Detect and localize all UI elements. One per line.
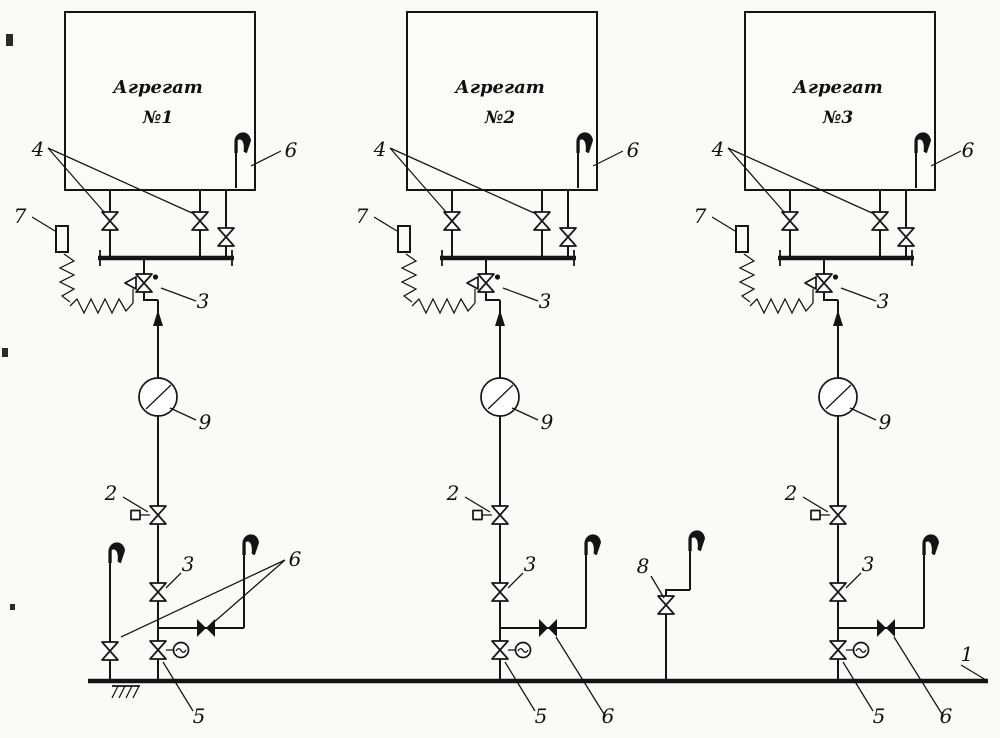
callout-3-top-unit3: 3 [877,289,890,313]
callout-8: 8 [637,554,650,578]
unit-1-title: Агрегат [111,77,203,98]
callout-6-top-unit1: 6 [285,138,298,162]
callout-9-unit2: 9 [541,410,554,434]
callout-9-unit3: 9 [879,410,892,434]
callout-7-unit2: 7 [356,204,369,228]
callout-8-leader [650,575,665,599]
unit-2-title: Агрегат [453,77,545,98]
callout-7-unit1: 7 [14,204,27,228]
callout-4-unit3: 4 [711,137,725,161]
scan-artifact [10,604,15,610]
bypass-vent-hook-icon [688,530,705,552]
callout-6-low-unit1: 6 [289,547,302,571]
callout-6-top-unit2: 6 [627,138,640,162]
callout-5-unit1: 5 [193,704,206,728]
callout-3-top-unit2: 3 [539,289,552,313]
callout-9-unit1: 9 [199,410,212,434]
callout-4-unit2: 4 [373,137,387,161]
left-vent-hook-icon [108,542,125,564]
scan-artifact [2,348,8,357]
unit2-vent-leader [555,636,605,715]
callout-2-unit1: 2 [104,481,118,505]
callout-6-top-unit3: 6 [962,138,975,162]
callout-4-unit1: 4 [31,137,45,161]
callout-2-unit2: 2 [446,481,460,505]
left-vent-valve-icon [101,641,119,661]
callout-1-leader [960,664,987,681]
callout-2-unit3: 2 [784,481,798,505]
callout-5-unit3: 5 [873,704,886,728]
callout-5-unit2: 5 [535,704,548,728]
unit-3-title: Агрегат [791,77,883,98]
ground-hatching [111,685,140,699]
callout-3-top-unit1: 3 [197,289,210,313]
unit1-vent-leaders [120,559,286,638]
scan-artifact [6,34,13,46]
unit-2-number: №2 [484,108,515,128]
unit-1-number: №1 [142,108,173,128]
bypass-valve-icon [657,595,675,615]
callout-6-low-unit3: 6 [940,704,953,728]
callout-7-unit3: 7 [694,204,707,228]
callout-3-low-unit1: 3 [182,552,195,576]
bypass-vent-pipe [665,548,691,596]
unit-3-number: №3 [822,108,853,128]
callout-1: 1 [961,642,974,666]
callout-3-low-unit2: 3 [524,552,537,576]
callout-6-low-unit2: 6 [602,704,615,728]
callout-3-low-unit3: 3 [862,552,875,576]
unit3-vent-leader [893,636,943,715]
